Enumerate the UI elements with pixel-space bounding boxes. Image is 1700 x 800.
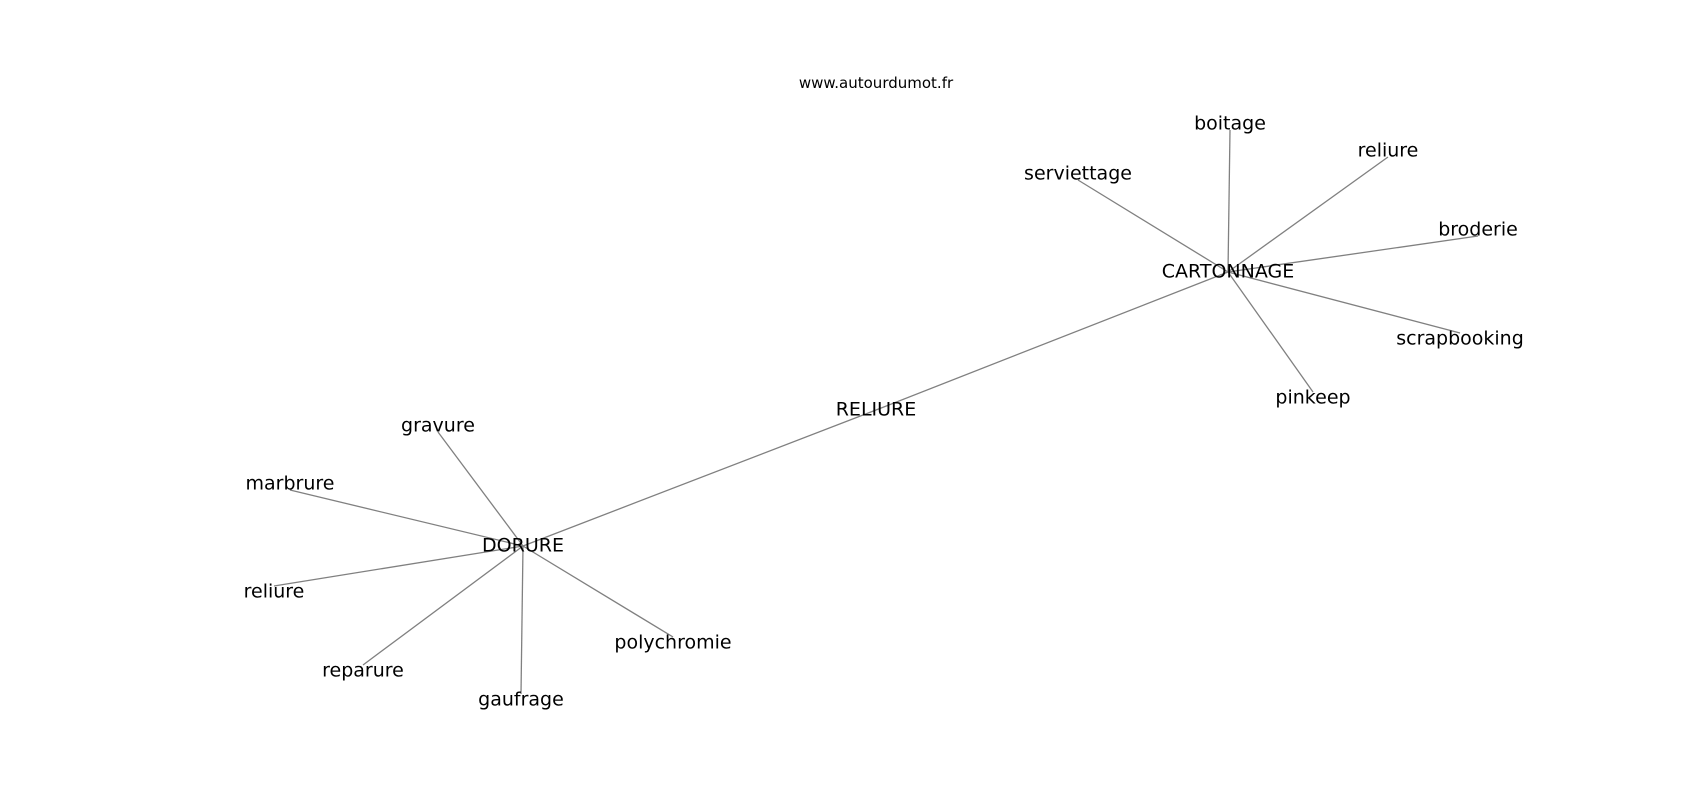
edge-cartonnage-reliure_c	[1227, 156, 1389, 273]
edge-dorure-gaufrage	[520, 545, 524, 695]
edge-cartonnage-serviettage	[1077, 179, 1229, 273]
edge-cartonnage-scrapbooking	[1227, 271, 1461, 334]
node-gravure[interactable]: gravure	[401, 415, 475, 437]
node-reliure-center[interactable]: RELIURE	[836, 399, 917, 421]
edge-dorure-reparure	[362, 545, 524, 666]
edge-dorure-polychromie	[522, 545, 674, 638]
node-broderie[interactable]: broderie	[1438, 219, 1518, 241]
edge-cartonnage-broderie	[1227, 235, 1479, 273]
edge-reliure_center-dorure	[522, 409, 877, 547]
node-pinkeep[interactable]: pinkeep	[1275, 387, 1350, 409]
node-scrapbooking[interactable]: scrapbooking	[1396, 328, 1524, 350]
edge-dorure-gravure	[437, 431, 524, 547]
node-boitage[interactable]: boitage	[1194, 113, 1266, 135]
edge-cartonnage-pinkeep	[1227, 271, 1314, 393]
node-reliure-d[interactable]: reliure	[244, 581, 305, 603]
node-gaufrage[interactable]: gaufrage	[478, 689, 564, 711]
node-serviettage[interactable]: serviettage	[1024, 163, 1132, 185]
node-polychromie[interactable]: polychromie	[614, 632, 731, 654]
node-reparure[interactable]: reparure	[322, 660, 404, 682]
edge-cartonnage-boitage	[1227, 129, 1231, 273]
edge-reliure_center-cartonnage	[875, 271, 1229, 411]
node-reliure-c[interactable]: reliure	[1358, 140, 1419, 162]
edge-dorure-reliure_d	[273, 545, 524, 587]
node-dorure[interactable]: DORURE	[482, 535, 564, 557]
edges-layer	[273, 129, 1479, 695]
node-cartonnage[interactable]: CARTONNAGE	[1162, 261, 1294, 283]
nodes-layer: RELIURE CARTONNAGE DORURE boitage reliure ser…	[244, 113, 1524, 711]
node-marbrure[interactable]: marbrure	[246, 473, 335, 495]
site-url: www.autourdumot.fr	[799, 74, 954, 92]
edge-dorure-marbrure	[289, 489, 524, 547]
